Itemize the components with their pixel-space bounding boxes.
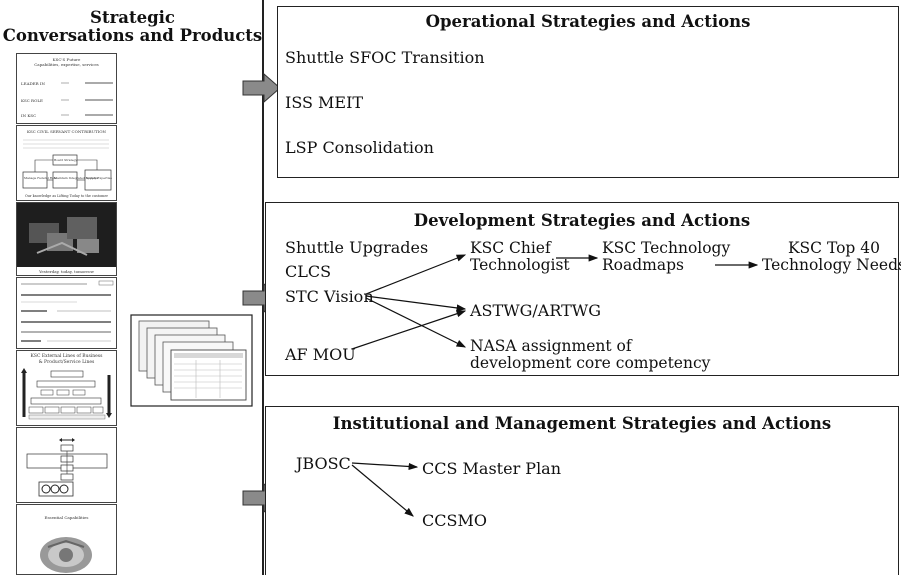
chief-tech-line1: KSC Chief	[470, 239, 551, 257]
vertical-divider	[262, 0, 264, 575]
dev-item-af-mou: AF MOU	[285, 345, 356, 364]
roadmaps-line1: KSC Technology	[602, 239, 731, 257]
thumb5-title-line1: KSC External Lines of Business	[30, 354, 103, 359]
dev-node-astwg: ASTWG/ARTWG	[470, 301, 602, 320]
dev-item-clcs: CLCS	[285, 262, 332, 281]
top40-line1: KSC Top 40	[787, 239, 880, 257]
development-box	[265, 202, 899, 376]
thumb2-diagram	[22, 139, 112, 191]
operational-box	[277, 6, 899, 178]
chief-tech-line2: Technologist	[470, 256, 570, 274]
dev-node-chief-technologist: KSC Chief Technologist	[470, 240, 570, 274]
left-panel-title: Strategic Conversations and Products	[0, 9, 265, 45]
operational-item-sfoc: Shuttle SFOC Transition	[285, 48, 485, 67]
institutional-box	[265, 406, 899, 575]
inst-node-ccs-master-plan: CCS Master Plan	[422, 459, 562, 478]
thumb3-caption: Yesterday, today, tomorrow	[39, 269, 94, 274]
nasa-line2: development core competency	[470, 354, 711, 372]
thumb2-caption: Our knowledge as Lifting Today to the cu…	[24, 194, 109, 198]
arrow-jbosc-to-ccsmo	[351, 464, 414, 517]
operational-title: Operational Strategies and Actions	[425, 12, 751, 31]
thumb6-diagram	[26, 438, 108, 497]
left-panel-title-line1: Strategic	[90, 8, 175, 27]
thumb1-title: KSC'S Future	[52, 57, 81, 62]
thumb1-row1: LEADER IN	[21, 81, 45, 86]
top40-line2: Technology Needs	[762, 256, 901, 274]
left-panel-title-line2: Conversations and Products	[2, 26, 263, 45]
thumb4-rows	[21, 280, 114, 342]
roadmaps-line2: Roadmaps	[602, 256, 684, 274]
thumb3-photo	[17, 203, 116, 275]
thumb2-box-right: Supply Expertise	[86, 176, 112, 180]
thumb1-subtitle: Capabilities, expertise, services	[34, 62, 99, 67]
dev-node-technology-roadmaps: KSC Technology Roadmaps	[602, 240, 730, 274]
thumb1-row3: IN KSC	[21, 113, 37, 118]
stacked-documents-graphic	[130, 314, 253, 407]
thumb1-lines	[61, 82, 113, 116]
thumbnail-yesterday-today: Yesterday, today, tomorrow	[16, 202, 117, 276]
dev-item-shuttle-upgrades: Shuttle Upgrades	[285, 238, 429, 257]
arrow-to-operational	[242, 73, 281, 103]
institutional-title: Institutional and Management Strategies …	[332, 414, 832, 433]
dev-node-nasa-assignment: NASA assignment of development core comp…	[470, 338, 710, 372]
thumb7-emblem	[40, 537, 92, 573]
thumb2-box-top: Board Strategy	[54, 158, 78, 162]
inst-node-ccsmo: CCSMO	[422, 511, 487, 530]
thumb5-diagram	[21, 368, 112, 420]
arrow-stc-to-chief	[365, 254, 467, 295]
dev-item-stc-vision: STC Vision	[285, 287, 374, 306]
operational-item-iss-meit: ISS MEIT	[285, 93, 364, 112]
arrow-stc-to-astwg	[365, 295, 467, 312]
thumbnail-table	[16, 277, 117, 349]
thumb2-box-mid: Maintain Integrated Systems	[54, 176, 99, 180]
arrow-jbosc-to-ccs	[351, 462, 419, 471]
thumbnail-flow	[16, 427, 117, 503]
arrow-stc-to-nasa	[365, 297, 467, 348]
arrow-afmou-to-astwg	[351, 310, 467, 350]
inst-node-jbosc: JBOSC	[296, 454, 351, 473]
thumb5-title-line2: & Product/Service Lines	[38, 360, 95, 365]
thumb1-row2: KSC ROLE	[21, 98, 43, 103]
dev-node-top40: KSC Top 40 Technology Needs	[762, 240, 901, 274]
development-title: Development Strategies and Actions	[413, 211, 751, 230]
nasa-line1: NASA assignment of	[470, 337, 632, 355]
thumbnail-business-lines: KSC External Lines of Business & Product…	[16, 350, 117, 426]
thumb7-caption: Essential Capabilities	[44, 515, 89, 520]
thumbnail-ksc-future: KSC'S Future Capabilities, expertise, se…	[16, 53, 117, 124]
thumbnail-civil-servant: KSC CIVIL SERVANT CONTRIBUTION Board Str…	[16, 125, 117, 201]
operational-item-lsp: LSP Consolidation	[285, 138, 434, 157]
thumb2-title: KSC CIVIL SERVANT CONTRIBUTION	[26, 129, 106, 134]
thumb2-box-left: Manage Federal Role	[24, 176, 57, 180]
